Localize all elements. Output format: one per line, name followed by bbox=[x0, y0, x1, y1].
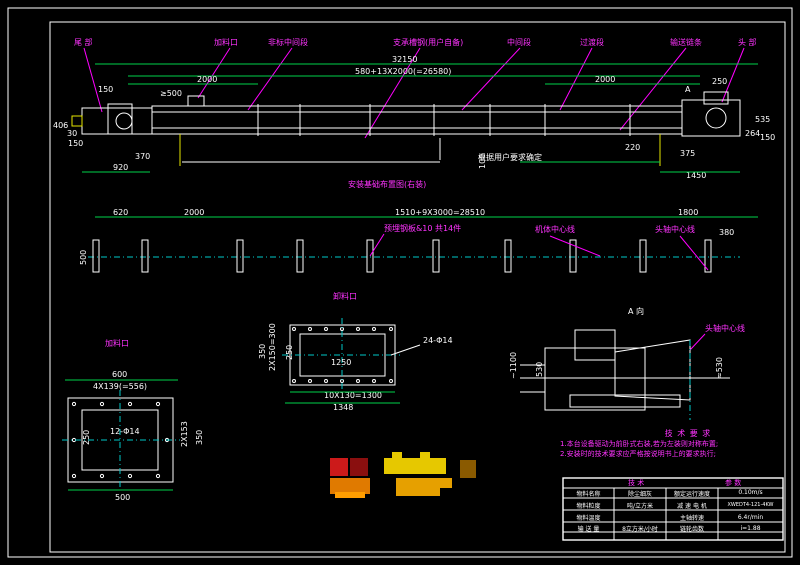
view-a-1100: ~1100 bbox=[509, 352, 518, 379]
dim-30: 30 bbox=[67, 129, 77, 138]
outlet-title: 卸料口 bbox=[333, 291, 357, 301]
inlet-holes bbox=[71, 401, 170, 479]
dim-500-plan: 500 bbox=[79, 250, 88, 265]
dim-406: 406 bbox=[53, 121, 68, 130]
inlet-500: 500 bbox=[115, 493, 130, 502]
outlet-350: 350 bbox=[258, 344, 267, 359]
label-nonstd-mid: 非标中间段 bbox=[268, 37, 308, 47]
outlet-250: 250 bbox=[285, 345, 294, 360]
param-row: 物料名称 除尘细灰 额定运行速度 0.10m/s bbox=[563, 489, 783, 499]
cell: 6.4r/min bbox=[737, 513, 764, 521]
cell: 主轴转速 bbox=[679, 514, 704, 522]
plan-view: 620 2000 1510+9X3000=28510 1800 380 500 … bbox=[79, 208, 758, 273]
dim-250: 250 bbox=[712, 77, 727, 86]
outlet-1348: 1348 bbox=[333, 403, 353, 412]
label-chain: 输送链条 bbox=[670, 37, 702, 47]
inlet-4x139: 4X139(=556) bbox=[93, 382, 147, 391]
elevation-note: 根据用户要求确定 bbox=[478, 152, 542, 162]
sheet-border-inner bbox=[49, 21, 786, 553]
label-transition: 过渡段 bbox=[580, 37, 604, 47]
outlet-1250: 1250 bbox=[331, 358, 351, 367]
outlet-holes bbox=[292, 327, 393, 383]
cell: 减 速 电 机 bbox=[677, 502, 707, 510]
inlet-600: 600 bbox=[112, 370, 127, 379]
dim-right-2000: 2000 bbox=[595, 75, 615, 84]
param-row: 物料粒度 吨/立方米 减 速 电 机 XWEDT4-121-4KW bbox=[563, 499, 783, 511]
dim-2000-plan: 2000 bbox=[184, 208, 204, 217]
param-row: 输 送 量 8立方米/小时 链轮齿数 i=1.88 bbox=[563, 523, 783, 533]
sheet-border-outer bbox=[7, 7, 793, 558]
view-a-530b: ≈530 bbox=[715, 357, 724, 379]
label-tail: 尾 部 bbox=[74, 37, 93, 47]
dim-920: 920 bbox=[113, 163, 128, 172]
outlet-10x130: 10X130=1300 bbox=[324, 391, 382, 400]
cell: XWEDT4-121-4KW bbox=[727, 502, 774, 508]
inlet-2x153: 2X153 bbox=[180, 421, 189, 447]
dim-535: 535 bbox=[755, 115, 770, 124]
dim-1450: 1450 bbox=[686, 171, 706, 180]
cell: 除尘细灰 bbox=[627, 491, 652, 498]
dim-370: 370 bbox=[135, 152, 150, 161]
param-row: 物料温度 主轴转速 6.4r/min bbox=[563, 511, 783, 523]
dim-100: 100 bbox=[478, 154, 487, 169]
cell: 8立方米/小时 bbox=[622, 525, 658, 533]
param-table bbox=[562, 477, 784, 541]
dim-380: 380 bbox=[719, 228, 734, 237]
outlet-holes-dim: 24-Φ14 bbox=[423, 336, 453, 345]
param-title-left: 技 术 bbox=[628, 479, 645, 487]
dim-1800: 1800 bbox=[678, 208, 698, 217]
cell: 物料粒度 bbox=[576, 502, 601, 510]
label-head-axis-plan: 头轴中心线 bbox=[655, 224, 695, 234]
inlet-350: 350 bbox=[195, 430, 204, 445]
inlet-view: 加料口 600 4X139(=556) 12-Φ14 250 2X153 350… bbox=[62, 338, 204, 502]
cell: 物料名称 bbox=[576, 491, 601, 498]
cell: 链轮齿数 bbox=[679, 525, 704, 533]
view-a-head-axis: 头轴中心线 bbox=[705, 323, 745, 333]
view-a-530: 530 bbox=[535, 362, 544, 377]
label-axis: 机体中心线 bbox=[535, 224, 575, 234]
outlet-view: 卸料口 24-Φ14 350 2X150=300 250 1250 10X130… bbox=[258, 291, 453, 412]
dim-150-top: 150 bbox=[98, 85, 113, 94]
dim-formula: 580+13X2000(=26580) bbox=[355, 67, 451, 76]
dim-264: 264 bbox=[745, 129, 760, 138]
tech-title: 技 术 要 求 bbox=[664, 429, 712, 438]
view-a-title: A 向 bbox=[628, 306, 644, 316]
cell: 输 送 量 bbox=[577, 525, 600, 533]
tech-item-2: 2.安装时的技术要求应严格按说明书上的要求执行; bbox=[560, 450, 717, 458]
label-embed: 预埋钢板&10 共14件 bbox=[384, 223, 461, 233]
elevation-title: 安装基础布置图(右装) bbox=[348, 179, 426, 189]
cell: 0.10m/s bbox=[738, 489, 763, 496]
dim-150b: 150 bbox=[760, 133, 775, 142]
cell: i=1.88 bbox=[740, 524, 761, 532]
dim-overall: 32150 bbox=[392, 55, 417, 64]
tech-item-1: 1.本台设备驱动为前卧式右装,若为左装则对称布置; bbox=[560, 440, 719, 448]
label-head: 头 部 bbox=[738, 37, 757, 47]
cell: 物料温度 bbox=[576, 514, 601, 522]
dim-plan-formula: 1510+9X3000=28510 bbox=[395, 208, 485, 217]
embed-plates bbox=[92, 239, 712, 273]
dim-220: 220 bbox=[625, 143, 640, 152]
label-support: 支承槽钢(用户自备) bbox=[393, 37, 463, 47]
dim-150: 150 bbox=[68, 139, 83, 148]
inlet-title: 加料口 bbox=[105, 338, 129, 348]
view-a: A 向 头轴中心线 ~1100 530 ≈530 bbox=[509, 306, 745, 420]
cell: 吨/立方米 bbox=[626, 502, 654, 510]
param-rows: 物料名称 除尘细灰 额定运行速度 0.10m/s 物料粒度 吨/立方米 减 速 … bbox=[563, 489, 783, 533]
inlet-250: 250 bbox=[82, 430, 91, 445]
outlet-2x150: 2X150=300 bbox=[268, 323, 277, 371]
inlet-holes-dim: 12-Φ14 bbox=[110, 427, 140, 436]
dim-620: 620 bbox=[113, 208, 128, 217]
tech-requirements: 技 术 要 求 1.本台设备驱动为前卧式右装,若为左装则对称布置; 2.安装时的… bbox=[560, 428, 794, 459]
label-middle: 中间段 bbox=[507, 37, 531, 47]
dim-375: 375 bbox=[680, 149, 695, 158]
param-title-right: 参 数 bbox=[725, 479, 742, 487]
dim-500: ≥500 bbox=[160, 89, 182, 98]
elevation-view: 尾 部 加料口 非标中间段 支承槽钢(用户自备) 中间段 过渡段 输送链条 头 … bbox=[53, 37, 775, 189]
dim-left-2000: 2000 bbox=[197, 75, 217, 84]
cell: 额定运行速度 bbox=[673, 491, 710, 498]
view-a-marker: A bbox=[685, 85, 691, 94]
blurred-logo bbox=[330, 452, 476, 498]
label-inlet: 加料口 bbox=[214, 37, 238, 47]
